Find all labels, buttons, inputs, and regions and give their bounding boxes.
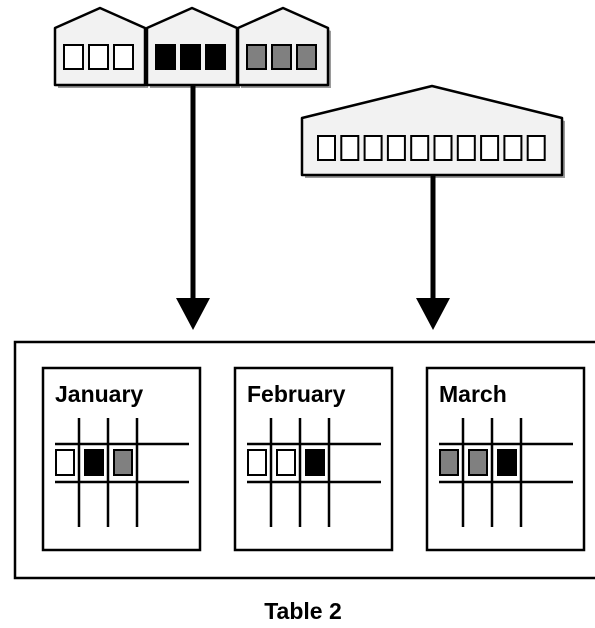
partition-label: February	[247, 381, 346, 407]
partition-february: February	[233, 366, 394, 552]
partition-label: March	[439, 381, 507, 407]
house-2	[145, 6, 240, 88]
arrow-left	[176, 85, 210, 330]
house-cell	[246, 44, 267, 70]
building-cell	[456, 135, 476, 161]
building-cell	[340, 135, 360, 161]
partition-cell	[276, 449, 296, 476]
partition-label: January	[55, 381, 143, 407]
partition-cell	[439, 449, 459, 476]
building-cell	[410, 135, 430, 161]
partition-cell	[305, 449, 325, 476]
building-cell	[433, 135, 453, 161]
three-house-source	[53, 6, 331, 88]
building-cell	[363, 135, 383, 161]
house-cell	[296, 44, 317, 70]
house-cell	[155, 44, 176, 70]
house-cell	[63, 44, 84, 70]
house-cell	[205, 44, 226, 70]
house-cell	[271, 44, 292, 70]
house-cell	[180, 44, 201, 70]
building-cell	[503, 135, 523, 161]
partitions: January February March	[41, 366, 586, 552]
partition-cell	[55, 449, 75, 476]
building-cell	[386, 135, 406, 161]
house-cell	[113, 44, 134, 70]
partition-january: January	[41, 366, 202, 552]
partition-cell	[113, 449, 133, 476]
partition-cell	[468, 449, 488, 476]
partition-cell	[84, 449, 104, 476]
building-cell	[526, 135, 546, 161]
house-1	[53, 6, 148, 88]
partition-cell	[497, 449, 517, 476]
table-label: Table 2	[264, 598, 342, 624]
partition-march: March	[425, 366, 586, 552]
wide-building-source	[300, 84, 565, 178]
house-3	[236, 6, 331, 88]
building-cell	[317, 135, 336, 161]
arrow-right	[416, 176, 450, 330]
house-cell	[88, 44, 109, 70]
partition-cell	[247, 449, 267, 476]
building-cell	[480, 135, 500, 161]
